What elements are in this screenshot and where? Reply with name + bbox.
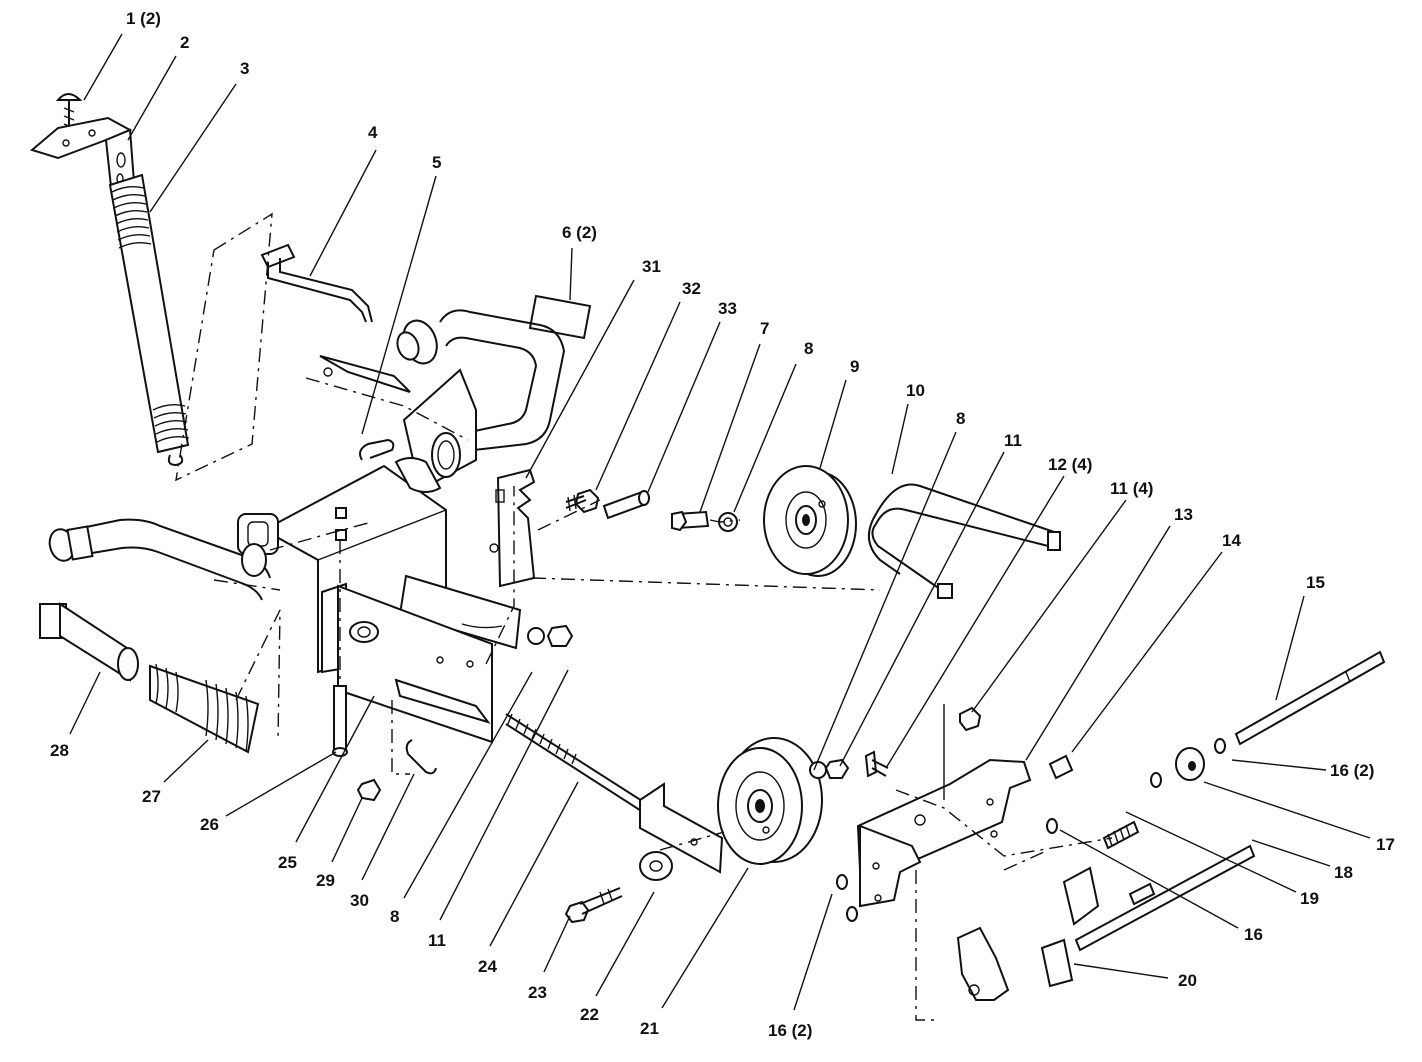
part-5-clip — [335, 438, 395, 541]
callout-14: 14 — [1222, 531, 1241, 550]
callout-11-4: 11 (4) — [1110, 479, 1153, 498]
part-26-pin — [332, 685, 348, 757]
callout-30: 30 — [350, 891, 369, 910]
callout-16-2-right: 16 (2) — [1330, 761, 1374, 780]
callout-2: 2 — [180, 33, 189, 52]
callout-31: 31 — [642, 257, 661, 276]
part-15-shaft — [1234, 650, 1386, 746]
part-22-spacer — [639, 851, 673, 881]
callout-13: 13 — [1174, 505, 1193, 524]
callout-32: 32 — [682, 279, 701, 298]
right-pulley-hardware — [809, 758, 850, 779]
callout-23: 23 — [528, 983, 547, 1002]
part-27-spring — [149, 663, 260, 754]
callout-19: 19 — [1300, 889, 1319, 908]
part-21-pulley — [717, 737, 823, 865]
part-3-spring — [108, 173, 190, 467]
part-23-bolt — [564, 887, 623, 924]
callout-8-lower: 8 — [390, 907, 399, 926]
bail-handle — [396, 309, 566, 451]
callout-9: 9 — [850, 357, 859, 376]
lower-handle — [48, 518, 271, 601]
part-30-cotter-pin — [405, 739, 437, 775]
callout-3: 3 — [240, 59, 249, 78]
part-16-clips — [836, 738, 1226, 922]
part-8-11-hardware — [527, 624, 574, 647]
callout-28: 28 — [50, 741, 69, 760]
callout-5: 5 — [432, 153, 441, 172]
callout-6-2: 6 (2) — [562, 223, 597, 242]
part-4-rod — [260, 243, 373, 323]
callout-33: 33 — [718, 299, 737, 318]
callout-17: 17 — [1376, 835, 1395, 854]
part-12-bolt — [864, 750, 889, 778]
callout-labels: 1 (2) 2 3 4 5 6 (2) 31 32 33 7 8 9 10 8 … — [50, 9, 1395, 1040]
callout-24: 24 — [478, 957, 497, 976]
callout-1-2: 1 (2) — [126, 9, 161, 28]
part-19-spring — [1102, 820, 1140, 850]
part-20-lever — [956, 866, 1100, 1001]
callout-20: 20 — [1178, 971, 1197, 990]
callout-25: 25 — [278, 853, 297, 872]
part-18-shaft — [1074, 844, 1256, 952]
part-24-adjust-rod — [505, 713, 724, 874]
callout-7: 7 — [760, 319, 769, 338]
leader-lines — [69, 33, 1371, 1011]
part-6-decal — [528, 294, 592, 340]
callout-10: 10 — [906, 381, 925, 400]
part-13-bushing — [1048, 754, 1074, 780]
part-10-belt — [868, 483, 1061, 599]
callout-18: 18 — [1334, 863, 1353, 882]
part-11-nut — [959, 706, 982, 732]
callout-15: 15 — [1306, 573, 1325, 592]
callout-12-4: 12 (4) — [1048, 455, 1092, 474]
idler-arm — [337, 574, 522, 744]
callout-8-upper: 8 — [804, 339, 813, 358]
callout-26: 26 — [200, 815, 219, 834]
callout-29: 29 — [316, 871, 335, 890]
part-28-pin — [39, 602, 139, 682]
callout-21: 21 — [640, 1019, 659, 1038]
assembly-centerlines — [175, 212, 1113, 1021]
part-33-pin — [602, 490, 650, 520]
callout-11-upper: 11 — [1004, 431, 1022, 450]
callout-11-lower: 11 — [428, 931, 446, 950]
part-31-plate — [489, 468, 536, 588]
callout-16-2-bottom: 16 (2) — [768, 1021, 812, 1040]
callout-4: 4 — [368, 123, 378, 142]
callout-16: 16 — [1244, 925, 1263, 944]
part-7-bolt — [671, 510, 710, 532]
callout-27: 27 — [142, 787, 161, 806]
part-17-spacer — [1175, 747, 1205, 781]
part-29-nut — [356, 778, 382, 802]
callout-8-middle: 8 — [956, 409, 965, 428]
part-32-bolt — [565, 488, 600, 514]
part-9-pulley — [763, 465, 857, 577]
right-frame-bracket — [856, 704, 1032, 908]
callout-22: 22 — [580, 1005, 599, 1024]
